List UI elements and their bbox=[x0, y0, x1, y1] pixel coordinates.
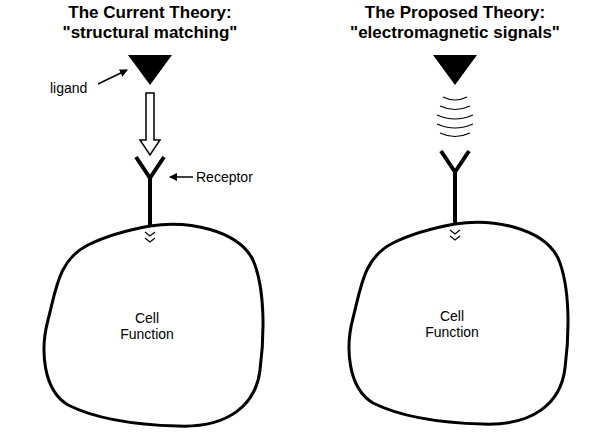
part-label: ligand bbox=[50, 80, 87, 96]
column-title: The Current Theory: "structural matching… bbox=[45, 3, 255, 43]
cell-outline: Cell Function bbox=[343, 218, 573, 430]
cell-outline: Cell Function bbox=[38, 220, 268, 432]
receptor-stem bbox=[148, 177, 152, 226]
receptor-symbol bbox=[441, 151, 469, 172]
receptor-symbol bbox=[136, 157, 164, 178]
ligand-triangle bbox=[128, 55, 172, 85]
cell-label: Cell Function bbox=[417, 308, 487, 340]
signal-waves bbox=[437, 97, 473, 137]
receptor-stem bbox=[453, 171, 457, 224]
cell-label: Cell Function bbox=[112, 310, 182, 342]
column-title: The Proposed Theory: "electromagnetic si… bbox=[335, 3, 575, 43]
leader-line bbox=[98, 70, 127, 84]
leader-line bbox=[170, 176, 193, 178]
binding-arrow bbox=[140, 93, 160, 155]
part-label: Receptor bbox=[196, 169, 253, 185]
ligand-triangle bbox=[433, 55, 477, 85]
